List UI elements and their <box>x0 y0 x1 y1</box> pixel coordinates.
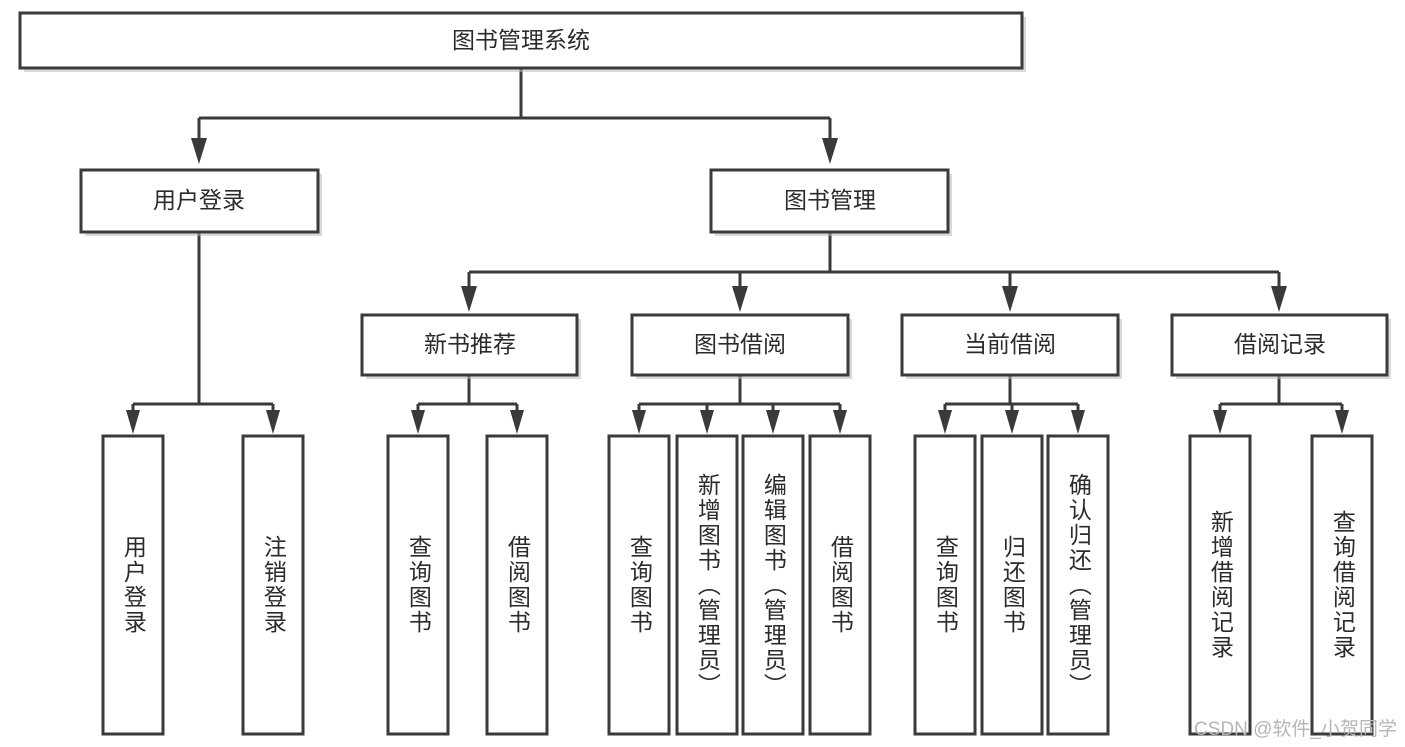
node-book-management[interactable]: 图书管理 <box>709 168 952 236</box>
arrow-head-leaf-query-borrow-record <box>1335 410 1349 434</box>
connector-group-book-management <box>461 232 1287 312</box>
node-borrow-record-rect[interactable] <box>1170 313 1389 377</box>
leaf-rects <box>101 434 1374 736</box>
node-book-borrow[interactable]: 图书借阅 <box>630 313 852 379</box>
node-leaf-query-book-borrow-rect[interactable] <box>607 434 671 736</box>
node-leaf-edit-book-admin-label: 编辑图书（管理员） <box>760 472 787 698</box>
arrow-head-leaf-confirm-return-admin <box>1071 410 1085 434</box>
node-leaf-return-book-label: 归还图书 <box>999 535 1026 635</box>
node-leaf-query-book-recommend-rect[interactable] <box>386 434 450 736</box>
connector-group-new-book-recommend <box>411 375 524 434</box>
node-new-book-recommend-rect[interactable] <box>360 313 579 377</box>
node-root-rect[interactable] <box>18 11 1024 70</box>
node-user-login-label: 用户登录 <box>153 187 245 213</box>
node-borrow-record-label: 借阅记录 <box>1234 331 1326 357</box>
node-leaf-return-book-rect[interactable] <box>980 434 1044 736</box>
arrow-head-borrow-record <box>1271 286 1287 312</box>
node-root[interactable]: 图书管理系统 <box>18 11 1026 72</box>
node-leaf-borrow-book-rect[interactable] <box>808 434 872 736</box>
node-leaf-add-book-admin-label: 新增图书（管理员） <box>694 472 721 698</box>
node-leaf-borrow-book-recommend-label: 借阅图书 <box>504 535 531 635</box>
arrow-head-leaf-query-book-current <box>938 410 952 434</box>
node-leaf-logout-login-label: 注销登录 <box>260 535 287 635</box>
connector-group-current-borrow <box>938 375 1085 434</box>
node-leaf-user-login-rect[interactable] <box>101 434 165 736</box>
arrow-head-leaf-query-book-borrow <box>632 410 646 434</box>
arrow-head-leaf-add-book-admin <box>700 410 714 434</box>
node-book-borrow-label: 图书借阅 <box>694 331 786 357</box>
connector-group-user-login <box>126 232 280 434</box>
arrow-head-leaf-user-login <box>126 410 140 434</box>
node-current-borrow[interactable]: 当前借阅 <box>900 313 1122 379</box>
node-leaf-logout-login-rect[interactable] <box>241 434 305 736</box>
node-leaf-add-borrow-record-rect[interactable] <box>1188 434 1252 736</box>
arrow-head-current-borrow <box>1002 286 1018 312</box>
node-book-management-label: 图书管理 <box>784 187 876 213</box>
node-book-borrow-rect[interactable] <box>630 313 850 377</box>
node-leaf-query-book-recommend-label: 查询图书 <box>405 535 432 635</box>
node-leaf-add-book-admin-rect[interactable] <box>675 434 739 736</box>
node-leaf-query-book-current-rect[interactable] <box>913 434 977 736</box>
arrow-head-leaf-add-borrow-record <box>1213 410 1227 434</box>
node-leaf-borrow-book-recommend-rect[interactable] <box>485 434 549 736</box>
node-user-login-rect[interactable] <box>79 168 320 234</box>
node-leaf-query-book-current-label: 查询图书 <box>932 535 959 635</box>
arrow-head-leaf-query-book-recommend <box>411 410 425 434</box>
arrow-head-book-management <box>822 138 838 164</box>
node-new-book-recommend[interactable]: 新书推荐 <box>360 313 581 379</box>
node-leaf-borrow-book-label: 借阅图书 <box>827 535 854 635</box>
node-leaf-user-login-label: 用户登录 <box>120 535 147 635</box>
arrow-head-leaf-return-book <box>1005 410 1019 434</box>
node-book-management-rect[interactable] <box>709 168 950 234</box>
connector-group-borrow-record <box>1213 375 1349 434</box>
node-leaf-query-borrow-record-rect[interactable] <box>1310 434 1374 736</box>
node-leaf-edit-book-admin-rect[interactable] <box>741 434 805 736</box>
arrow-head-user-login <box>191 138 207 164</box>
node-new-book-recommend-label: 新书推荐 <box>424 331 516 357</box>
arrow-head-leaf-borrow-book <box>833 410 847 434</box>
arrow-head-leaf-logout-login <box>266 410 280 434</box>
node-current-borrow-label: 当前借阅 <box>964 331 1056 357</box>
node-leaf-confirm-return-admin-rect[interactable] <box>1046 434 1110 736</box>
arrow-head-leaf-edit-book-admin <box>766 410 780 434</box>
node-leaf-query-borrow-record-label: 查询借阅记录 <box>1329 510 1356 660</box>
connector-group-book-borrow <box>632 375 847 434</box>
node-leaf-add-borrow-record-label: 新增借阅记录 <box>1207 510 1234 660</box>
csdn-watermark: CSDN @软件_小贺同学 <box>1194 719 1397 740</box>
node-leaf-confirm-return-admin-label: 确认归还（管理员） <box>1065 472 1092 698</box>
node-leaf-query-book-borrow-label: 查询图书 <box>626 535 653 635</box>
arrow-head-leaf-borrow-book-recommend <box>510 410 524 434</box>
node-root-label: 图书管理系统 <box>452 27 590 53</box>
node-current-borrow-rect[interactable] <box>900 313 1120 377</box>
node-borrow-record[interactable]: 借阅记录 <box>1170 313 1391 379</box>
arrow-head-new-book-recommend <box>461 286 477 312</box>
node-user-login[interactable]: 用户登录 <box>79 168 322 236</box>
connector-group-root <box>191 68 838 164</box>
arrow-head-book-borrow <box>732 286 748 312</box>
